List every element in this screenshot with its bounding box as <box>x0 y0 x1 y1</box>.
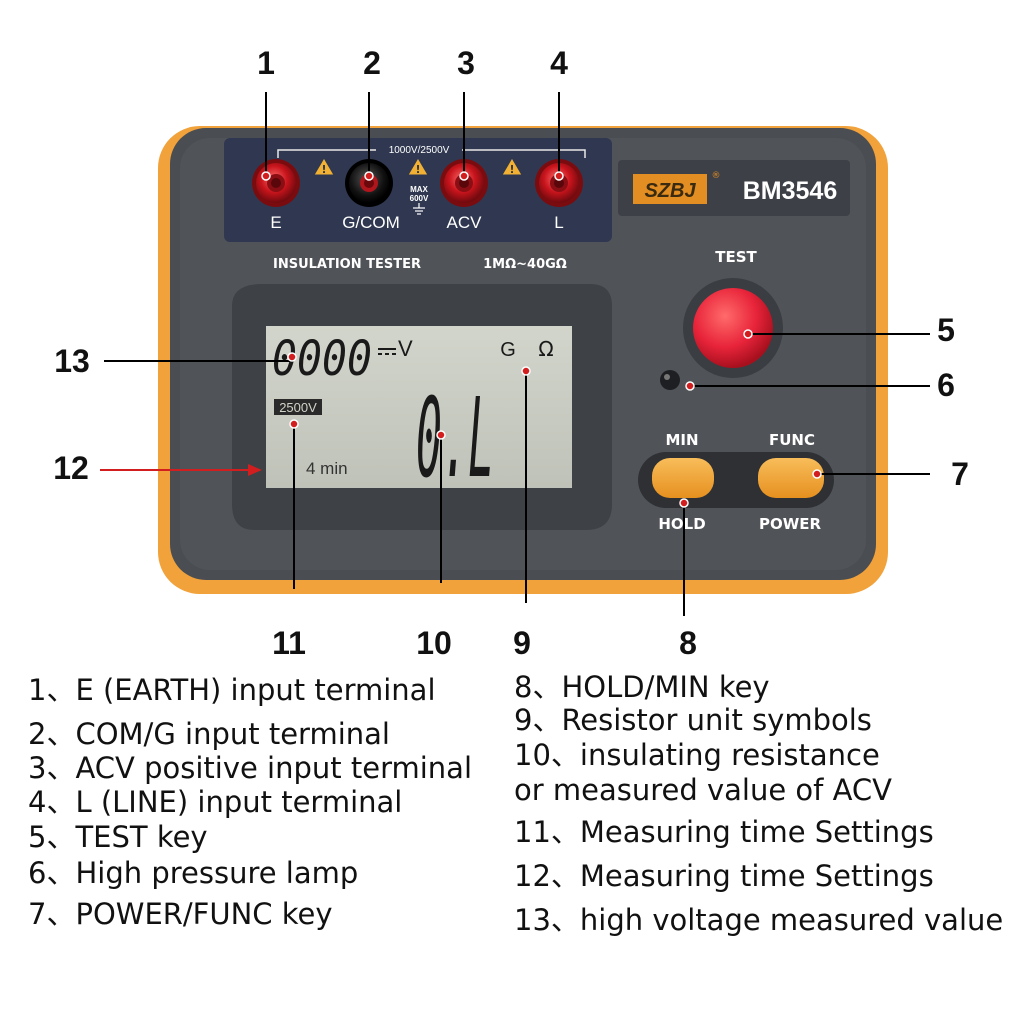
legend-item-10: 10、insulating resistance <box>514 738 880 772</box>
lcd-voltage-badge: 2500V <box>279 400 317 415</box>
legend-item-13: 13、high voltage measured value <box>514 903 1004 937</box>
lcd-time-text: 4 min <box>306 459 348 478</box>
terminal-label-l: L <box>554 213 563 232</box>
lcd-voltage-badge-bg <box>274 399 322 415</box>
test-label: TEST <box>715 248 757 266</box>
warning-icon: ! <box>501 157 523 176</box>
range-label: 1MΩ~40GΩ <box>483 257 567 272</box>
terminal-g-com[interactable] <box>345 159 393 207</box>
legend-item-4: 4、L (LINE) input terminal <box>28 785 403 819</box>
legend-item-2: 2、COM/G input terminal <box>28 717 390 751</box>
callout-number-3: 3 <box>457 45 475 81</box>
test-button[interactable] <box>693 288 773 368</box>
terminal-label-acv: ACV <box>447 213 483 232</box>
callout-number-9: 9 <box>513 625 531 661</box>
lcd-top-unit: V <box>398 336 413 361</box>
lamp-glint <box>664 374 670 380</box>
model-name: BM3546 <box>743 177 838 205</box>
warning-icon: ! <box>313 157 335 176</box>
ground-icon <box>413 203 425 215</box>
legend-item-6: 6、High pressure lamp <box>28 856 359 890</box>
callout-lines <box>104 92 930 616</box>
voltage-bracket-label: 1000V/2500V <box>389 145 450 156</box>
callout-number-7: 7 <box>951 456 969 492</box>
legend-item-11: 11、Measuring time Settings <box>514 815 934 849</box>
lcd-unit-symbol: Ω <box>538 337 553 361</box>
voltage-bracket-bg <box>376 142 462 156</box>
registered-mark: ® <box>712 171 721 181</box>
terminal-label-g-com: G/COM <box>342 213 400 232</box>
svg-text:!: ! <box>321 163 326 176</box>
brand-logo-box <box>633 174 707 204</box>
legend-item-1: 1、E (EARTH) input terminal <box>28 673 436 707</box>
func-power-key[interactable] <box>758 458 824 498</box>
legend-right: 8、HOLD/MIN key 9、Resistor unit symbols 1… <box>514 0 1004 1010</box>
min-label: MIN <box>665 431 698 449</box>
svg-text:!: ! <box>415 163 420 176</box>
legend-item-3: 3、ACV positive input terminal <box>28 751 473 785</box>
svg-text:!: ! <box>509 163 514 176</box>
callout-arrow-12 <box>248 464 262 476</box>
max-voltage-label: 600V <box>410 194 429 203</box>
callout-number-10: 10 <box>416 625 452 661</box>
dc-symbol-icon <box>378 348 396 355</box>
callout-number-5: 5 <box>937 312 955 348</box>
product-name: INSULATION TESTER <box>273 257 421 272</box>
callout-number-12: 12 <box>53 450 89 486</box>
legend-item-9: 9、Resistor unit symbols <box>514 703 872 737</box>
callout-number-8: 8 <box>679 625 697 661</box>
brand-logo: SZBJ <box>644 180 696 202</box>
legend-left: 1、E (EARTH) input terminal 2、COM/G input… <box>28 0 498 1010</box>
hold-label: HOLD <box>658 515 705 533</box>
callout-number-6: 6 <box>937 367 955 403</box>
terminal-label-e: E <box>270 213 281 232</box>
legend-item-12: 12、Measuring time Settings <box>514 859 934 893</box>
callout-number-2: 2 <box>363 45 381 81</box>
legend-item-5: 5、TEST key <box>28 820 208 854</box>
lcd-main-reading: 0.L <box>416 374 494 502</box>
warning-icon: ! <box>407 157 429 176</box>
legend-item-7: 7、POWER/FUNC key <box>28 897 333 931</box>
callout-number-11: 11 <box>272 625 306 661</box>
legend-item-8: 8、HOLD/MIN key <box>514 670 770 704</box>
lcd-unit-prefix: G <box>500 339 516 361</box>
power-label: POWER <box>759 515 822 533</box>
max-label: MAX <box>410 185 428 194</box>
func-label: FUNC <box>769 431 815 449</box>
callout-dots <box>261 171 822 508</box>
terminal-acv[interactable] <box>440 159 488 207</box>
callout-number-1: 1 <box>257 45 275 81</box>
legend-item-10-cont: or measured value of ACV <box>514 773 893 807</box>
hold-min-key[interactable] <box>652 458 714 498</box>
terminal-l[interactable] <box>535 159 583 207</box>
callout-number-4: 4 <box>550 45 568 81</box>
callout-number-13: 13 <box>54 343 90 379</box>
